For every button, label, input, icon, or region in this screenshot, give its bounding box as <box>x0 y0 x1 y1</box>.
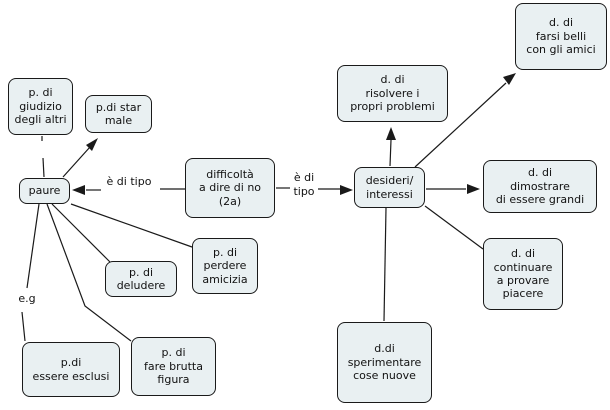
node-label: p.di essere esclusi <box>32 356 110 383</box>
node-label: p. di deludere <box>116 265 166 292</box>
edge-paure-giudizio <box>41 136 45 178</box>
node-sperimentare-nuove[interactable]: d.di sperimentare cose nuove <box>337 322 432 403</box>
edge-desideri-risolvere <box>386 127 396 167</box>
node-difficolta-dire-no[interactable]: difficoltà a dire di no (2a) <box>185 158 275 218</box>
node-giudizio-degli-altri[interactable]: p. di giudizio degli altri <box>8 78 73 135</box>
link-label-eg[interactable]: e.g <box>18 292 36 305</box>
node-label: p. di giudizio degli altri <box>14 86 67 127</box>
node-label: paure <box>28 184 61 198</box>
node-label: p. di perdere amicizia <box>202 245 248 286</box>
node-label: d. di continuare a provare piacere <box>493 247 553 301</box>
node-star-male[interactable]: p.di star male <box>85 95 152 133</box>
edge-paure-perdere <box>70 203 193 248</box>
node-deludere[interactable]: p. di deludere <box>105 261 177 297</box>
node-label: d. di dimostrare di essere grandi <box>495 166 585 207</box>
edge-paure-brutta <box>46 203 132 342</box>
edge-paure-esclusi <box>21 203 40 342</box>
edge-difficolta-paure <box>72 185 185 195</box>
edge-desideri-farsi-belli <box>414 73 516 168</box>
node-fare-brutta-figura[interactable]: p. di fare brutta figura <box>131 337 216 396</box>
node-perdere-amicizia[interactable]: p. di perdere amicizia <box>192 238 258 294</box>
edge-desideri-continuare <box>424 205 484 250</box>
node-farsi-belli[interactable]: d. di farsi belli con gli amici <box>515 3 607 70</box>
edge-paure-star-male <box>62 138 98 178</box>
node-paure[interactable]: paure <box>19 178 70 204</box>
edge-desideri-dimostrare <box>426 184 480 194</box>
node-label: d.di sperimentare cose nuove <box>347 342 422 383</box>
edge-paure-deludere <box>51 203 111 263</box>
node-label: d. di farsi belli con gli amici <box>526 16 596 57</box>
node-desideri-interessi[interactable]: desideri/ interessi <box>354 167 425 208</box>
node-label: p.di star male <box>95 100 142 127</box>
node-essere-esclusi[interactable]: p.di essere esclusi <box>22 342 120 397</box>
edge-desideri-sperimentare <box>383 207 387 322</box>
node-dimostrare-grandi[interactable]: d. di dimostrare di essere grandi <box>483 160 597 213</box>
node-label: p. di fare brutta figura <box>143 346 203 387</box>
edge-difficolta-desideri <box>276 185 353 195</box>
node-continuare-piacere[interactable]: d. di continuare a provare piacere <box>483 238 563 310</box>
node-label: d. di risolvere i propri problemi <box>350 73 435 114</box>
link-label-e-di-tipo-right[interactable]: è di tipo <box>293 171 315 199</box>
node-label: desideri/ interessi <box>365 174 414 201</box>
node-label: difficoltà a dire di no (2a) <box>198 167 262 208</box>
node-risolvere-problemi[interactable]: d. di risolvere i propri problemi <box>337 65 448 122</box>
link-label-e-di-tipo-left[interactable]: è di tipo <box>106 175 152 188</box>
